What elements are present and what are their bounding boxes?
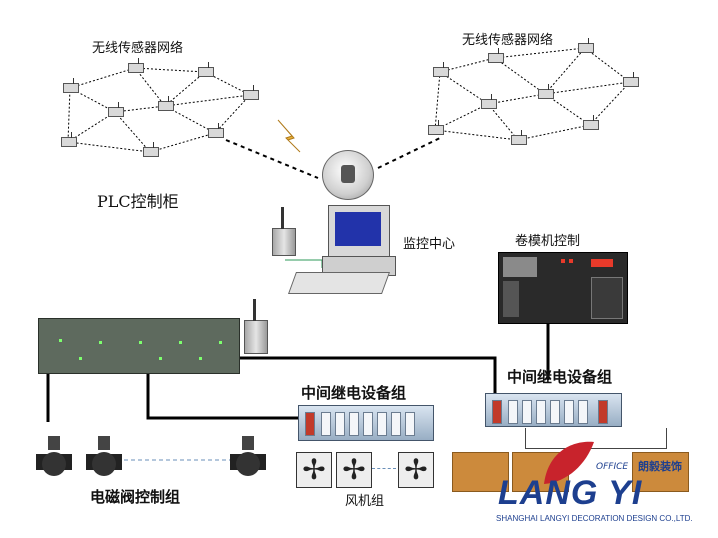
monitor-center-label: 监控中心 xyxy=(403,237,456,252)
sensor-node-icon xyxy=(481,94,497,109)
fan-icon: ✢ xyxy=(398,452,434,488)
wireless-module-icon xyxy=(272,207,296,256)
net-title-right: 无线传感器网络 xyxy=(462,33,554,48)
wireless-gateway-icon xyxy=(322,150,374,200)
plc-rack-icon xyxy=(38,318,240,374)
relay-group-right-label: 中间继电设备组 xyxy=(507,368,613,386)
sensor-node-icon xyxy=(128,58,144,73)
computer-monitor-icon xyxy=(328,205,390,257)
relay-group-right-icon xyxy=(485,393,622,427)
winder-linkage xyxy=(525,428,667,449)
wireless-link-left xyxy=(225,139,319,179)
winder-control-label: 卷模机控制 xyxy=(515,234,581,249)
logo-brand-text: LANG YI xyxy=(498,474,643,512)
valve-group-label: 电磁阀控制组 xyxy=(90,488,181,506)
relay-group-left-icon xyxy=(298,405,434,441)
sensor-node-icon xyxy=(61,132,77,147)
sensor-node-icon xyxy=(108,102,124,117)
wireless-link-right xyxy=(377,137,441,169)
logo-company-text: SHANGHAI LANGYI DECORATION DESIGN CO.,LT… xyxy=(496,514,693,523)
sensor-node-icon xyxy=(428,120,444,135)
sensor-node-icon xyxy=(488,48,504,63)
keyboard-icon xyxy=(287,272,391,294)
winder-controller-icon xyxy=(498,252,628,324)
material-block-icon xyxy=(632,452,689,492)
logo-office-text: OFFICE xyxy=(596,462,629,472)
sensor-node-icon xyxy=(198,62,214,77)
langyi-logo: OFFICE 朗毅装饰 LANG YI SHANGHAI LANGYI DECO… xyxy=(490,438,710,528)
sensor-node-icon xyxy=(208,123,224,138)
sensor-node-icon xyxy=(538,84,554,99)
logo-leaf-icon xyxy=(544,441,594,484)
sensor-node-icon xyxy=(158,96,174,111)
fan-dash-line xyxy=(372,468,396,469)
fan-icon: ✢ xyxy=(336,452,372,488)
plc-wireless-module-icon xyxy=(244,299,268,354)
lightning-icon xyxy=(277,119,301,153)
sensor-node-icon xyxy=(243,85,259,100)
fan-icon: ✢ xyxy=(296,452,332,488)
material-block-icon xyxy=(452,452,509,492)
logo-chinese-text: 朗毅装饰 xyxy=(638,460,682,473)
plc-cabinet-label: PLC控制柜 xyxy=(97,192,179,211)
plc-to-left-relay-wire xyxy=(146,372,305,420)
sensor-node-icon xyxy=(623,72,639,87)
net-title-left: 无线传感器网络 xyxy=(92,41,184,56)
sensor-node-icon xyxy=(433,62,449,77)
sensor-node-icon xyxy=(63,78,79,93)
solenoid-valve-icon xyxy=(36,436,72,476)
sensor-node-icon xyxy=(511,130,527,145)
solenoid-valve-icon xyxy=(230,436,266,476)
solenoid-valve-icon xyxy=(86,436,122,476)
sensor-node-icon xyxy=(143,142,159,157)
sensor-node-icon xyxy=(578,38,594,53)
sensor-node-icon xyxy=(583,115,599,130)
plc-to-right-relay-wire xyxy=(240,356,497,398)
fan-group-label: 风机组 xyxy=(345,494,385,509)
relay-group-left-label: 中间继电设备组 xyxy=(301,384,407,402)
